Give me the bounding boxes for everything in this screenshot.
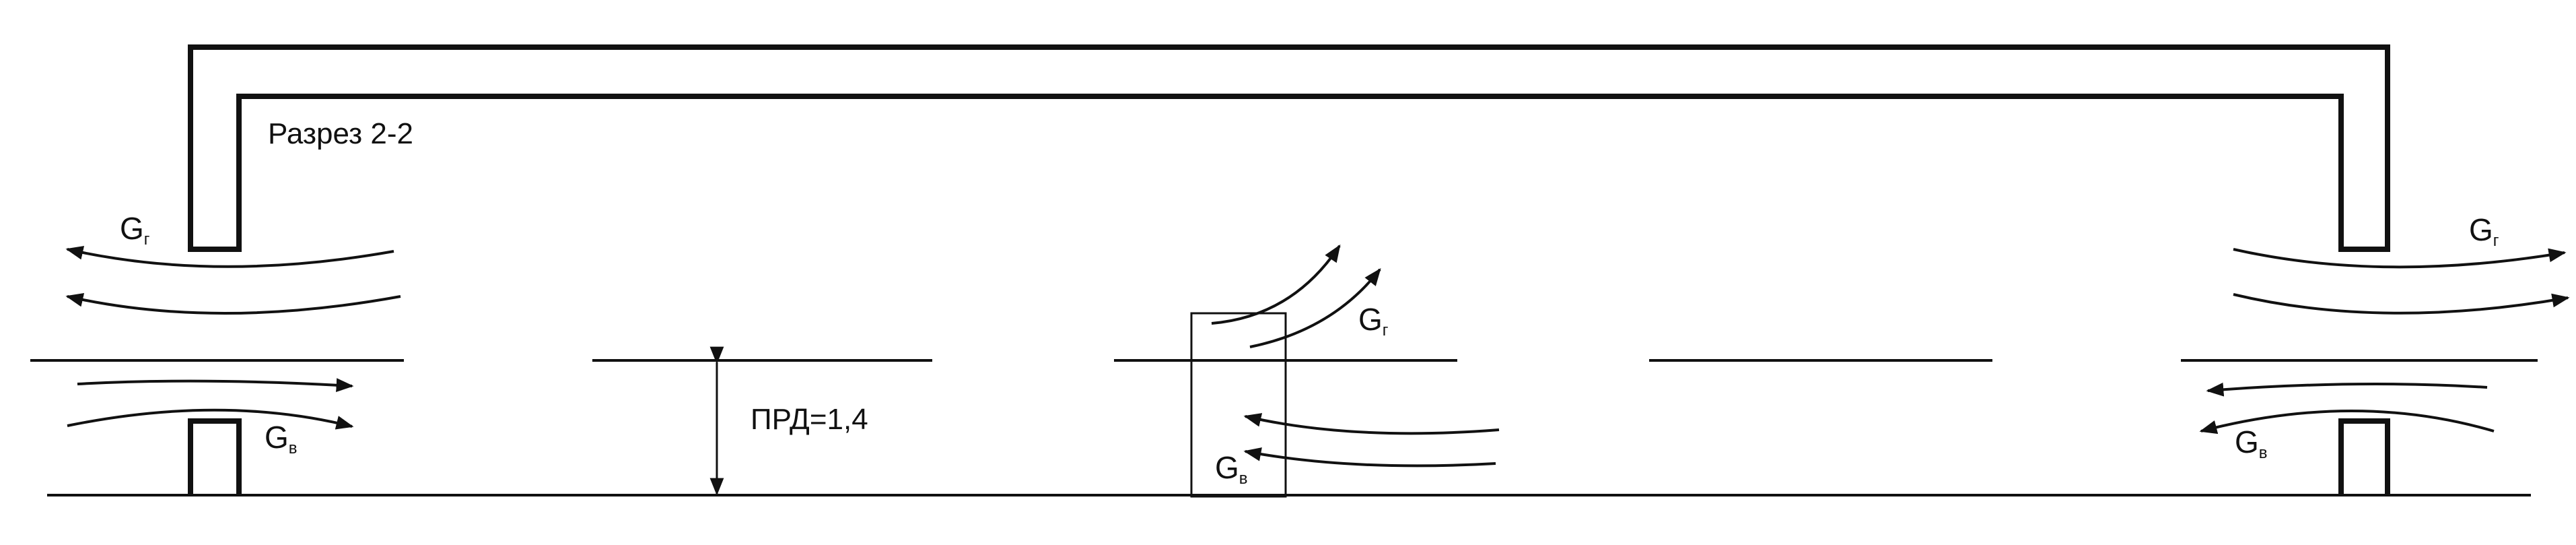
section-title: Разрез 2-2 xyxy=(268,117,413,150)
air-label-right: Gв xyxy=(2235,424,2268,462)
gas-label-center: Gг xyxy=(1358,302,1389,340)
canopy-frame xyxy=(188,44,2390,252)
pressure-label: ПРД=1,4 xyxy=(751,403,868,436)
flow-arrow xyxy=(2199,410,2495,435)
right-post xyxy=(2338,418,2390,495)
air-label-left: Gв xyxy=(265,420,298,457)
gas-label-top-right: Gг xyxy=(2469,212,2499,250)
flow-arrow xyxy=(67,408,354,430)
left-air-flow-arrows xyxy=(67,378,354,430)
right-gas-flow-arrows xyxy=(2233,248,2570,315)
air-label-center: Gв xyxy=(1215,450,1248,488)
flow-arrow xyxy=(1243,413,1500,435)
door-opening xyxy=(1190,312,1287,498)
gas-label-top-left: Gг xyxy=(120,211,150,249)
flow-arrow xyxy=(2233,248,2567,269)
center-air-flow-arrows xyxy=(1243,413,1500,468)
flow-arrow xyxy=(1243,447,1496,468)
flow-arrow xyxy=(1211,244,1341,325)
flow-arrow xyxy=(77,378,354,393)
left-post xyxy=(188,418,242,495)
flow-arrow xyxy=(2233,293,2570,315)
flow-arrow xyxy=(2206,382,2488,397)
center-gas-flow-arrows xyxy=(1211,244,1381,348)
flow-arrow xyxy=(1249,267,1381,348)
flow-arrow xyxy=(65,293,401,315)
left-gas-flow-arrows xyxy=(65,246,401,315)
flow-arrow xyxy=(65,246,394,268)
right-air-flow-arrows xyxy=(2199,382,2495,435)
